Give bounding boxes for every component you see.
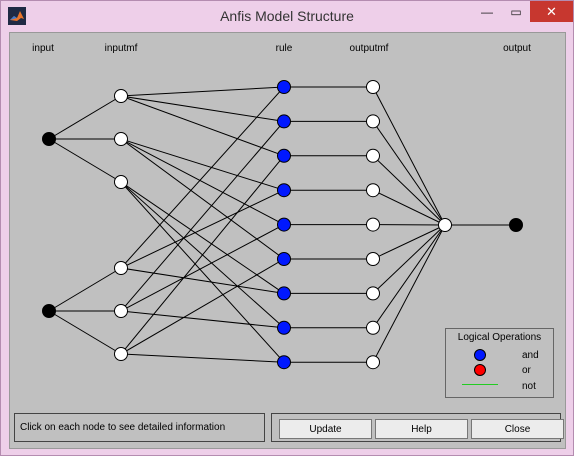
edge-mf-rule	[120, 95, 285, 122]
edge-mf-rule	[120, 189, 285, 269]
legend-and-label: and	[522, 350, 539, 361]
edge-mf-rule	[120, 181, 285, 294]
legend-or-label: or	[522, 365, 531, 376]
status-text: Click on each node to see detailed infor…	[20, 422, 226, 433]
edge-mf-rule	[120, 95, 285, 157]
inputmf-node[interactable]	[114, 261, 128, 275]
outputmf-node[interactable]	[366, 114, 380, 129]
edge-mf-rule	[120, 86, 285, 97]
rule-node[interactable]	[277, 148, 291, 163]
edge-input-mf	[48, 95, 122, 140]
outputmf-node[interactable]	[366, 355, 380, 370]
edge-mf-rule	[120, 310, 285, 329]
edge-mf-rule	[120, 353, 285, 363]
logical-operations-legend: Logical Operations and or not	[445, 328, 554, 398]
minimize-button[interactable]: —	[481, 4, 493, 19]
label-inputmf: inputmf	[104, 43, 138, 54]
close-window-button[interactable]: ✕	[530, 1, 573, 22]
edge-mf-rule	[120, 267, 285, 294]
edge-input-mf	[48, 310, 122, 355]
inputmf-node[interactable]	[114, 175, 128, 189]
edge-omf-out	[372, 121, 446, 226]
edge-omf-out	[372, 86, 446, 226]
close-button[interactable]: Close	[471, 419, 564, 439]
edge-mf-rule	[120, 121, 285, 312]
outputmf-node[interactable]	[366, 217, 380, 232]
rule-node[interactable]	[277, 286, 291, 301]
figure-area: input inputmf rule outputmf output Logic…	[9, 32, 566, 449]
or-dot-icon	[474, 364, 486, 376]
rule-node[interactable]	[277, 183, 291, 198]
edge-omf-out	[372, 224, 446, 329]
network-diagram	[42, 80, 523, 370]
output-node[interactable]	[509, 218, 523, 232]
legend-title: Logical Operations	[457, 332, 542, 343]
and-dot-icon	[474, 349, 486, 361]
title-bar[interactable]: Anfis Model Structure — ▭ ✕	[1, 1, 573, 31]
window-title: Anfis Model Structure	[220, 8, 354, 24]
outputmf-node[interactable]	[366, 80, 380, 94]
edge-input-mf	[48, 138, 122, 183]
output-sum-node[interactable]	[438, 218, 452, 232]
input-node[interactable]	[42, 132, 56, 146]
edge-mf-rule	[120, 181, 285, 329]
edge-omf-out	[372, 224, 446, 363]
inputmf-node[interactable]	[114, 89, 128, 103]
edge-omf-out	[372, 224, 446, 260]
inputmf-node[interactable]	[114, 347, 128, 361]
rule-node[interactable]	[277, 320, 291, 335]
label-output: output	[503, 43, 531, 54]
rule-node[interactable]	[277, 252, 291, 266]
inputmf-node[interactable]	[114, 132, 128, 146]
button-panel: Update Help Close	[271, 413, 564, 442]
label-input: input	[32, 43, 54, 54]
outputmf-node[interactable]	[366, 183, 380, 198]
edge-input-mf	[48, 267, 122, 312]
edge-mf-rule	[120, 138, 285, 260]
rule-node[interactable]	[277, 114, 291, 129]
edge-omf-out	[372, 189, 446, 226]
not-line-icon	[462, 384, 498, 385]
help-button[interactable]: Help	[375, 419, 468, 439]
outputmf-node[interactable]	[366, 286, 380, 301]
edge-omf-out	[372, 155, 446, 226]
outputmf-node[interactable]	[366, 252, 380, 266]
input-node[interactable]	[42, 304, 56, 318]
rule-node[interactable]	[277, 355, 291, 370]
outputmf-node[interactable]	[366, 148, 380, 163]
inputmf-node[interactable]	[114, 304, 128, 318]
edge-mf-rule	[120, 138, 285, 226]
status-panel: Click on each node to see detailed infor…	[14, 413, 265, 442]
rule-node[interactable]	[277, 217, 291, 232]
edge-mf-rule	[120, 181, 285, 363]
label-rule: rule	[275, 43, 293, 54]
outputmf-node[interactable]	[366, 320, 380, 335]
edge-mf-rule	[120, 138, 285, 191]
maximize-button[interactable]: ▭	[510, 4, 522, 19]
edge-omf-out	[372, 224, 446, 294]
matlab-icon	[8, 7, 26, 25]
legend-not-label: not	[522, 381, 536, 392]
label-outputmf: outputmf	[349, 43, 389, 54]
update-button[interactable]: Update	[279, 419, 372, 439]
rule-node[interactable]	[277, 80, 291, 94]
